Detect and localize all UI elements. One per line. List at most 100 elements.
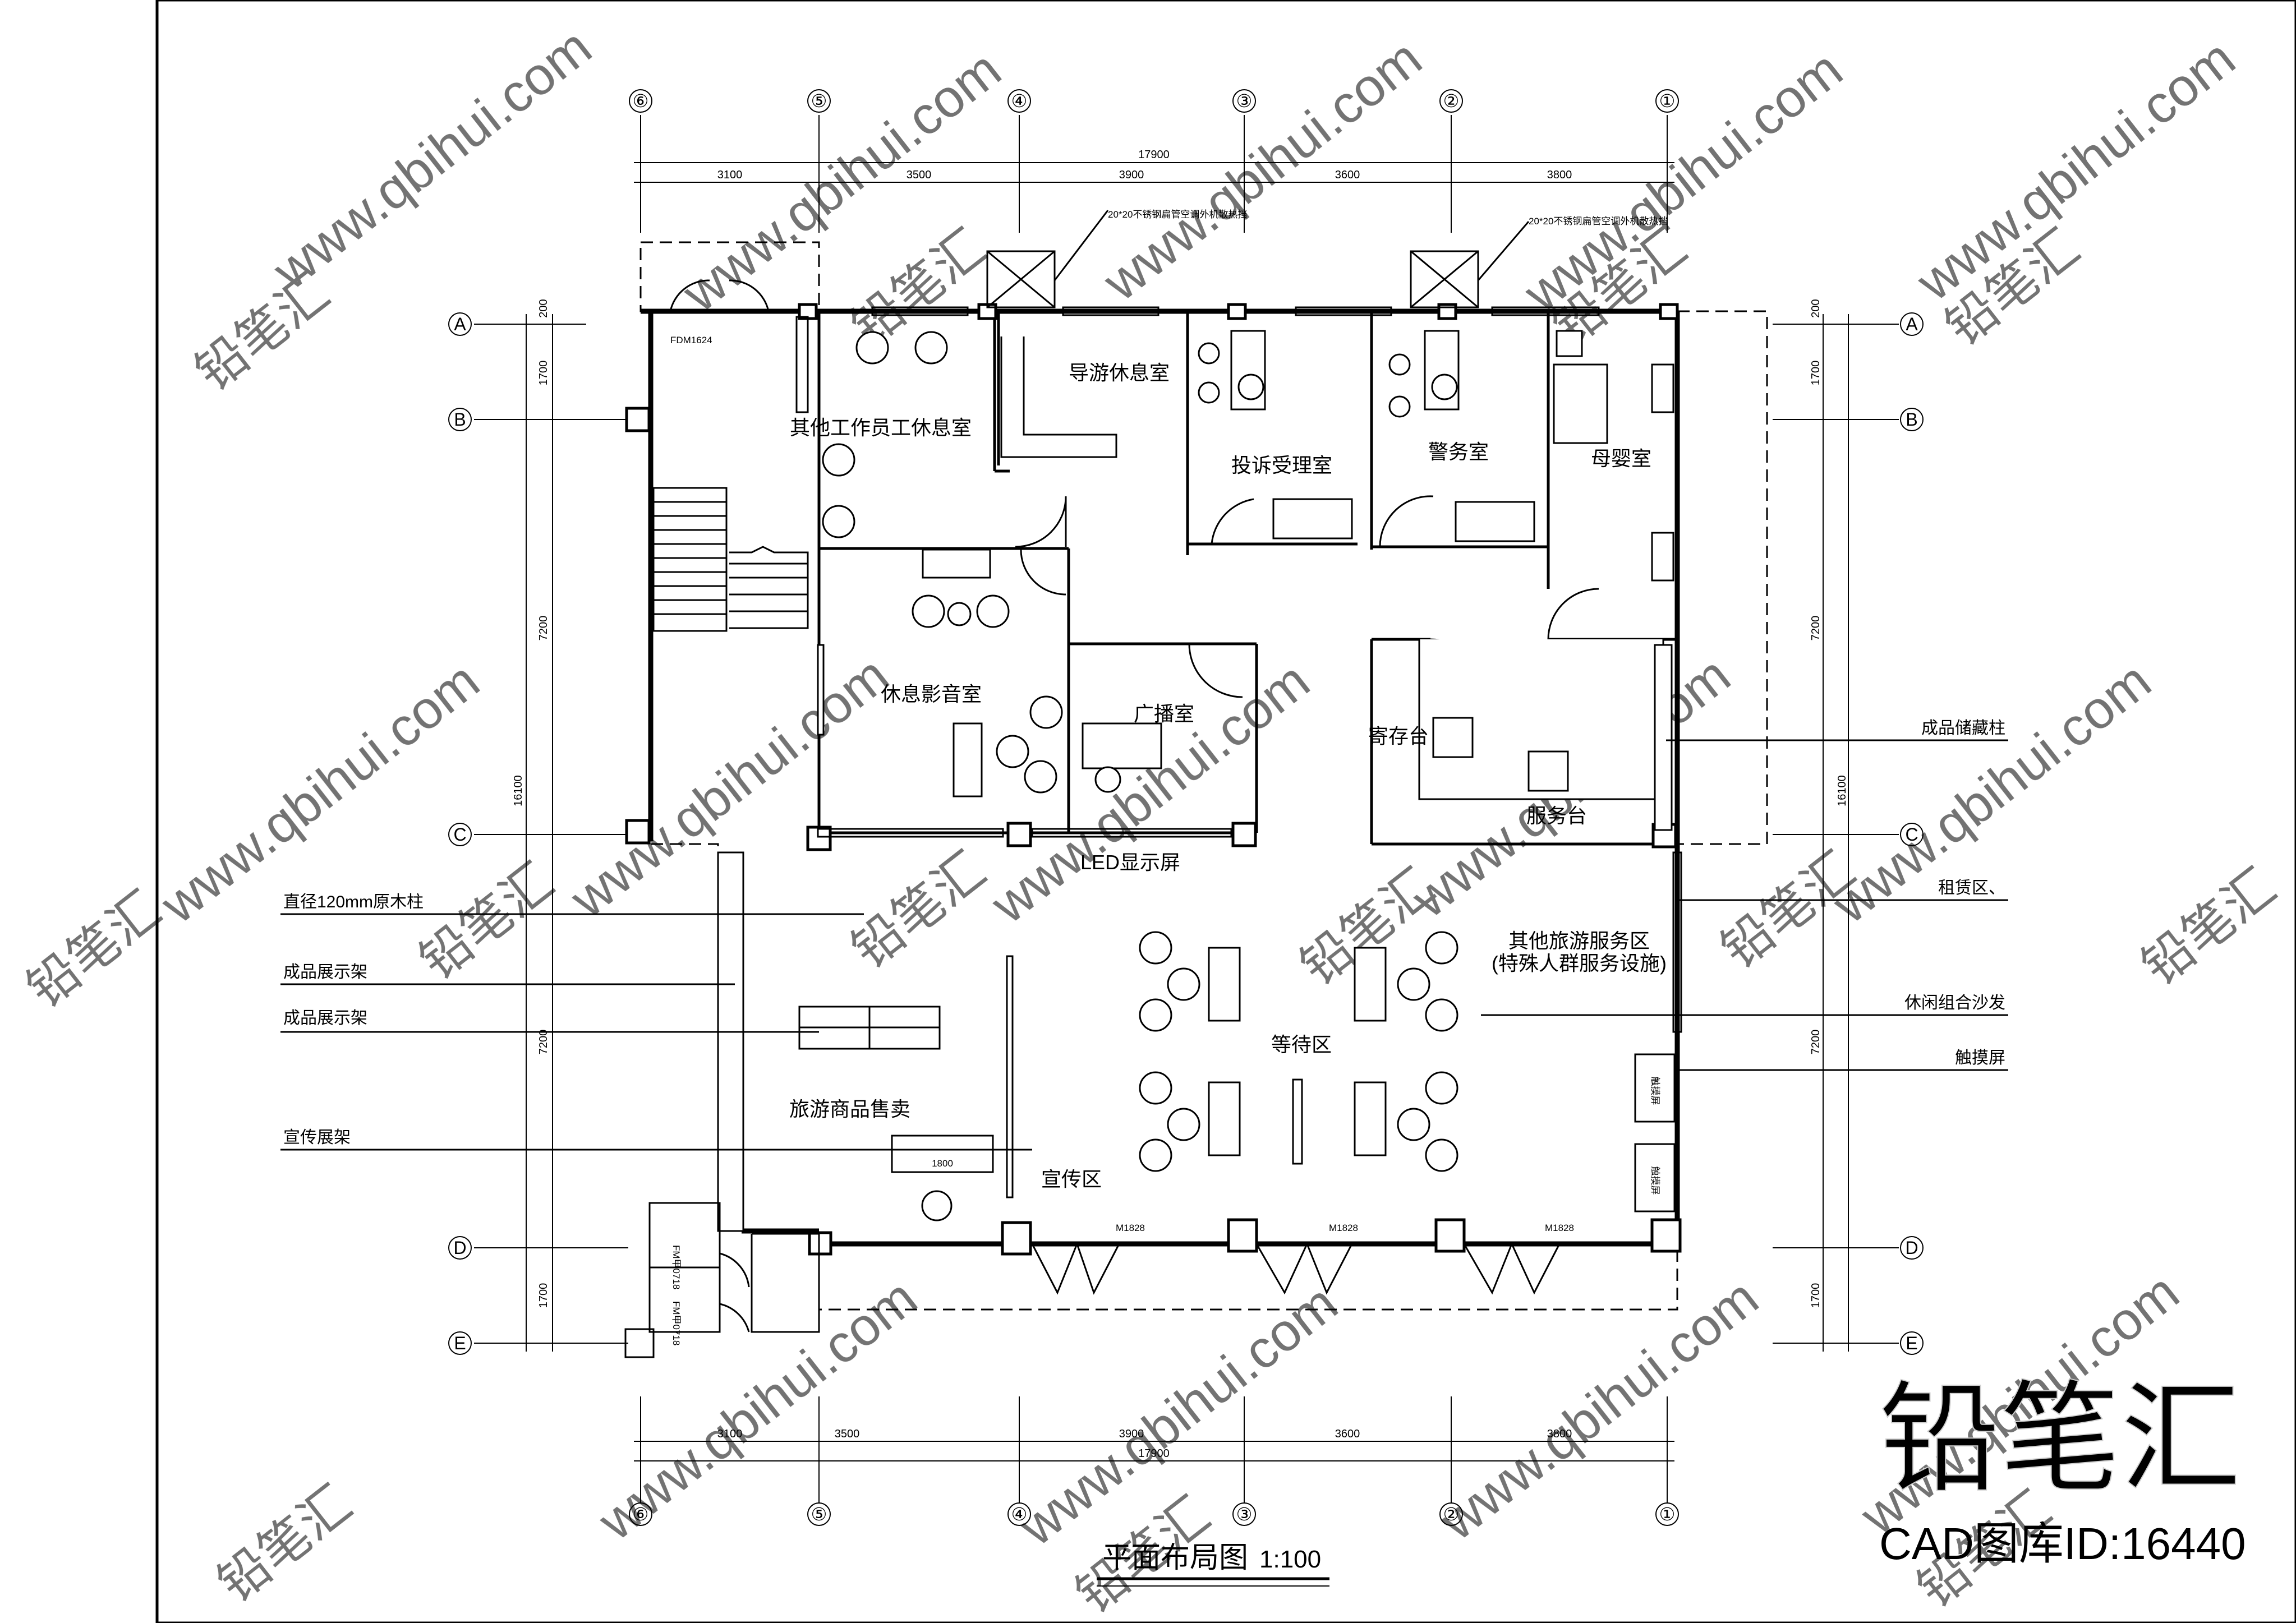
svg-text:E: E: [454, 1333, 466, 1353]
svg-text:3900: 3900: [1119, 169, 1144, 181]
ac-outdoor-units: [986, 210, 1530, 308]
svg-text:D: D: [1905, 1238, 1918, 1258]
watermark-brand: 铅笔汇: [186, 264, 339, 402]
watermark-brand: 铅笔汇: [17, 881, 171, 1018]
leader-label: 成品展示架: [283, 1009, 367, 1027]
drawing-frame: [155, 0, 2296, 1623]
svg-text:3500: 3500: [907, 169, 932, 181]
svg-text:①: ①: [1659, 1504, 1676, 1524]
svg-text:⑥: ⑥: [633, 91, 649, 111]
touch-screen-label: 触摸屏: [1650, 1166, 1660, 1195]
room-label-mother-baby: 母婴室: [1591, 447, 1651, 470]
svg-text:1700: 1700: [537, 1283, 550, 1308]
svg-text:A: A: [1906, 314, 1918, 334]
door-label: FM甲0718: [671, 1301, 682, 1345]
touch-screen-label: 触摸屏: [1650, 1077, 1660, 1105]
svg-text:②: ②: [1443, 1504, 1460, 1524]
dimension-top: 17900 3100 3500 3900 3600 3800: [634, 149, 1674, 183]
axis-lines: [474, 115, 1899, 1503]
watermark-brand: 铅笔汇: [410, 853, 564, 990]
watermark-brand: 铅笔汇: [2132, 859, 2286, 996]
svg-text:17900: 17900: [1138, 149, 1170, 161]
entrance-doors: [1031, 1241, 1561, 1295]
svg-text:⑤: ⑤: [811, 91, 827, 111]
dimension-right: 16100 200 1700 7200 7200 1700: [1810, 299, 1849, 1352]
room-label-complaint: 投诉受理室: [1231, 454, 1332, 477]
svg-text:C: C: [453, 824, 466, 845]
svg-text:1700: 1700: [537, 361, 550, 386]
svg-text:16100: 16100: [512, 775, 524, 806]
svg-text:17900: 17900: [1138, 1447, 1170, 1460]
leader-label: 宣传展架: [283, 1128, 351, 1147]
svg-text:3900: 3900: [1119, 1428, 1144, 1440]
watermark-brand: 铅笔汇: [208, 1476, 362, 1613]
svg-text:3800: 3800: [1547, 169, 1572, 181]
watermark-text: www.qbihui.com: [1513, 39, 1853, 324]
dimension-left: 16100 200 1700 7200 7200 1700: [512, 299, 553, 1352]
room-label-waiting: 等待区: [1271, 1033, 1332, 1056]
door-label: FM甲0718: [671, 1245, 682, 1289]
svg-text:3600: 3600: [1335, 1428, 1360, 1440]
room-label-police: 警务室: [1428, 440, 1489, 463]
drawing-scale: 1:100: [1259, 1546, 1321, 1573]
windows: [817, 306, 1682, 1033]
svg-text:200: 200: [1810, 299, 1822, 317]
svg-text:3100: 3100: [717, 1428, 743, 1440]
door-label: FDM1624: [670, 335, 712, 345]
interior-walls: [817, 311, 1677, 846]
room-label-other-service-sub: (特殊人群服务设施): [1492, 952, 1667, 975]
partition: [795, 316, 809, 413]
room-label-promo: 宣传区: [1041, 1168, 1102, 1191]
brand-logo-text: 铅笔汇: [1879, 1371, 2241, 1506]
label-led-screen: LED显示屏: [1080, 851, 1180, 874]
axis-bubbles-bottom: ⑥ ⑤ ④ ③ ② ①: [629, 1502, 1679, 1526]
svg-text:3500: 3500: [835, 1428, 860, 1440]
watermark-text: www.qbihui.com: [262, 17, 602, 301]
cad-id-text: CAD图库ID:16440: [1879, 1519, 2246, 1569]
drawing-title: 平面布局图: [1102, 1542, 1248, 1574]
structural-columns: [625, 303, 1682, 1256]
leader-label: 触摸屏: [1955, 1049, 2005, 1067]
door-label: M1828: [1116, 1223, 1145, 1233]
svg-text:②: ②: [1443, 91, 1460, 111]
svg-text:B: B: [454, 409, 466, 430]
furniture: [717, 330, 1676, 1232]
svg-text:3100: 3100: [717, 169, 743, 181]
room-label-service-desk: 服务台: [1526, 804, 1587, 827]
leader-label: 成品展示架: [283, 963, 367, 981]
svg-text:⑤: ⑤: [811, 1504, 827, 1524]
watermark-text: www.qbihui.com: [980, 651, 1320, 935]
axis-bubbles-top: ⑥ ⑤ ④ ③ ② ①: [629, 89, 1679, 113]
svg-text:B: B: [1906, 409, 1917, 430]
svg-text:D: D: [453, 1238, 466, 1258]
svg-text:1700: 1700: [1810, 361, 1822, 386]
svg-text:7200: 7200: [1810, 1030, 1822, 1055]
svg-text:④: ④: [1011, 91, 1028, 111]
svg-text:A: A: [454, 314, 466, 334]
svg-text:7200: 7200: [537, 1030, 550, 1055]
door-label: M1828: [1329, 1223, 1358, 1233]
room-label-av-room: 休息影音室: [881, 683, 982, 706]
svg-text:3800: 3800: [1547, 1428, 1572, 1440]
ac-note-right: 20*20不锈钢扁管空调外机散热挡: [1529, 216, 1668, 227]
svg-text:E: E: [1906, 1333, 1917, 1353]
svg-text:16100: 16100: [1836, 775, 1848, 806]
shelf-dim-label: 1800: [932, 1158, 953, 1169]
svg-text:3600: 3600: [1335, 169, 1360, 181]
svg-text:7200: 7200: [1810, 616, 1822, 641]
door-fdm1624: [669, 279, 770, 312]
staircase: [652, 487, 809, 632]
svg-text:⑥: ⑥: [633, 1504, 649, 1524]
svg-text:③: ③: [1236, 1504, 1253, 1524]
leader-label: 成品储藏柱: [1921, 719, 2005, 737]
ac-note-left: 20*20不锈钢扁管空调外机散热挡: [1108, 209, 1247, 220]
room-label-staff-rest: 其他工作员工休息室: [790, 416, 972, 439]
room-label-guide-rest: 导游休息室: [1069, 361, 1170, 384]
utility-closets: [624, 1202, 820, 1358]
room-label-broadcast: 广播室: [1134, 702, 1194, 725]
axis-bubbles-right: A B C D E: [1900, 312, 1924, 1355]
leader-label: 直径120mm原木柱: [283, 893, 424, 911]
room-label-other-service: 其他旅游服务区: [1508, 929, 1650, 952]
room-label-shop: 旅游商品售卖: [789, 1098, 910, 1121]
